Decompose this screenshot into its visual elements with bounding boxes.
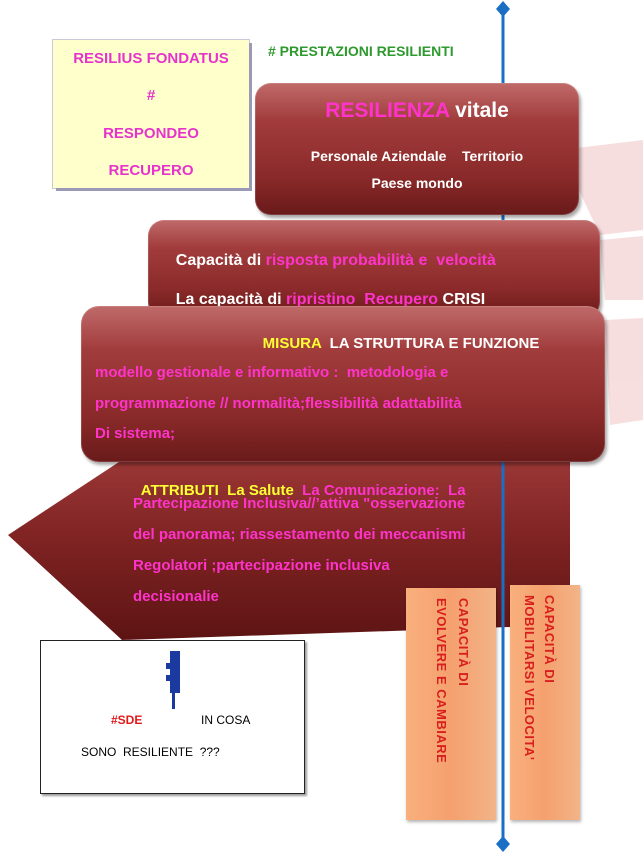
capacita-evolvere-line2: EVOLVERE E CAMBIARE <box>434 598 449 764</box>
capacita-line2-prefix: La capacità di <box>175 291 287 308</box>
attributi-line2: Partecipazione Inclusiva//’attiva "osser… <box>133 495 466 512</box>
capacita-mobilitarsi-line1: CAPACITÀ DI <box>542 595 557 684</box>
attributi-title-rest: La Comunicazione: La <box>293 482 466 499</box>
misura-title-rest: LA STRUTTURA E FUNZIONE <box>321 335 540 352</box>
attributi-highlight: ATTRIBUTI La Salute <box>140 482 294 499</box>
fondatus-line3: RESPONDEO <box>103 125 199 142</box>
sde-text1: IN COSA <box>201 713 251 727</box>
capacita-mobilitarsi-line2: MOBILITARSI VELOCITA' <box>522 595 537 761</box>
sde-text2: SONO RESILIENTE ??? <box>81 745 220 759</box>
capacita-evolvere-line1: CAPACITÀ DI <box>456 598 471 687</box>
misura-line3: Di sistema; <box>95 425 176 442</box>
capacita-evolvere-box: CAPACITÀ DI EVOLVERE E CAMBIARE <box>406 588 496 820</box>
resilienza-box: RESILIENZA vitale Personale Aziendale Te… <box>255 83 579 215</box>
prestazioni-heading: # PRESTAZIONI RESILIENTI <box>268 43 454 59</box>
attributi-line3: del panorama; riassestamento dei meccani… <box>133 526 466 543</box>
resilienza-highlight: RESILIENZA <box>325 99 450 122</box>
capacita-line1-highlight: risposta probabilità e velocità <box>265 252 496 269</box>
right-stripes <box>560 140 643 425</box>
capacita-box: Capacità di risposta probabilità e veloc… <box>148 220 600 318</box>
misura-line2: programmazione // normalità;flessibilità… <box>95 395 462 412</box>
misura-box: MISURA LA STRUTTURA E FUNZIONE modello g… <box>81 306 605 462</box>
capacita-mobilitarsi-box: CAPACITÀ DI MOBILITARSI VELOCITA' <box>510 585 580 820</box>
capacita-line2: La capacità di ripristino Recupero CRISI <box>158 273 485 327</box>
capacita-line2-highlight: ripristino Recupero <box>286 291 439 308</box>
misura-title: MISURA LA STRUTTURA E FUNZIONE <box>246 318 540 369</box>
attributi-line4: Regolatori ;partecipazione inclusiva <box>133 557 390 574</box>
misura-line1: modello gestionale e informativo : metod… <box>95 364 449 381</box>
resilius-fondatus-box: RESILIUS FONDATUS # RESPONDEO RECUPERO <box>53 40 249 188</box>
axis-bottom-diamond-icon <box>496 836 510 852</box>
resilienza-line2: Personale Aziendale Territorio <box>310 148 524 164</box>
sde-box: #SDE IN COSA SONO RESILIENTE ??? <box>40 640 305 794</box>
attributi-title: ATTRIBUTI La Salute La Comunicazione: La <box>133 465 466 499</box>
microphone-figure-icon <box>166 651 180 709</box>
capacita-line2-suffix: CRISI <box>438 291 486 308</box>
fondatus-line4: RECUPERO <box>108 162 194 179</box>
capacita-line1-prefix: Capacità di <box>175 252 266 269</box>
fondatus-line2: # <box>146 87 156 104</box>
axis-top-diamond-icon <box>496 1 510 17</box>
fondatus-line1: RESILIUS FONDATUS <box>73 50 229 67</box>
misura-highlight: MISURA <box>262 335 322 352</box>
capacita-line1: Capacità di risposta probabilità e veloc… <box>158 234 496 288</box>
attributi-line5: decisionalie <box>133 588 219 605</box>
sde-tag: #SDE <box>111 713 143 727</box>
resilienza-title-rest: vitale <box>449 99 509 122</box>
resilienza-line3: Paese mondo <box>371 175 463 191</box>
resilienza-title: RESILIENZA vitale <box>255 99 579 123</box>
